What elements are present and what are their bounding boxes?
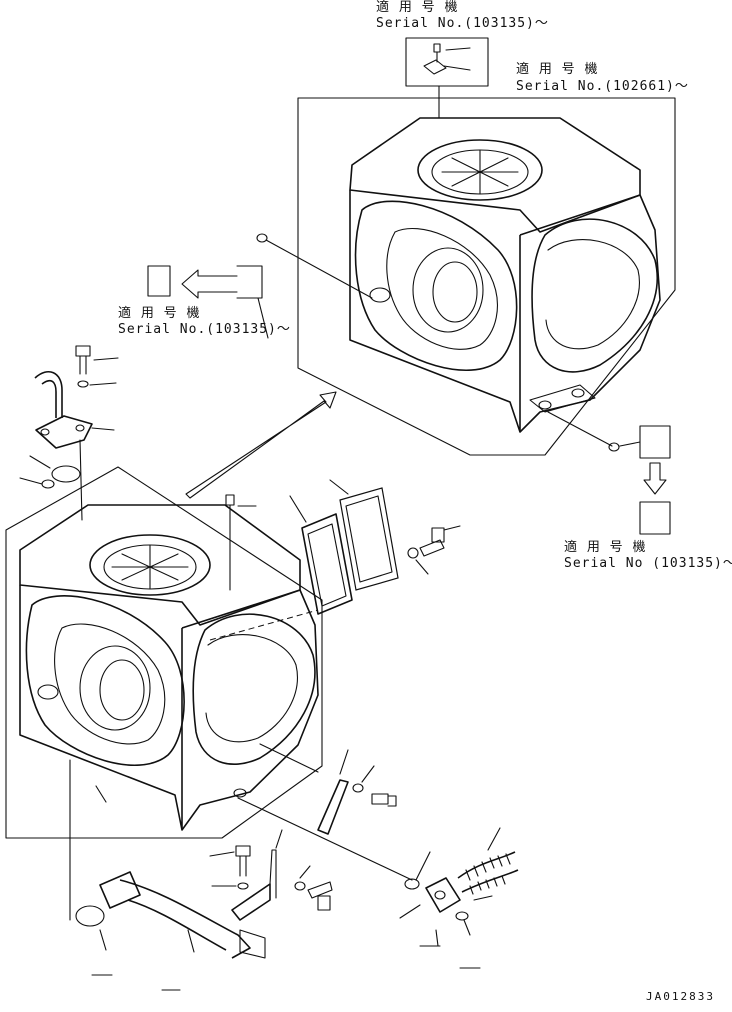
serial-note-top-title: 適 用 号 機 (376, 0, 459, 15)
leader-stubs (91, 785, 481, 991)
lower-transmission-case (19, 494, 319, 831)
lower-housing-outline (5, 466, 323, 839)
serial-note-upper-right-serial: Serial No.(102661)～ (516, 79, 689, 94)
upper-housing-outline (297, 97, 676, 456)
drawing-code: JA012833 (646, 990, 715, 1003)
serial-note-left-serial: Serial No.(103135)～ (118, 322, 291, 337)
assembly-arrow (185, 391, 337, 499)
hose-assembly (399, 827, 519, 947)
serial-note-left-title: 適 用 号 機 (118, 306, 201, 321)
upper-transmission-case (256, 117, 661, 433)
suction-pipe (69, 759, 266, 959)
right-bolt-callout (547, 411, 671, 535)
top-detail-box (405, 37, 489, 119)
left-serial-callout (147, 265, 269, 339)
serial-note-top-serial: Serial No.(103135)～ (376, 16, 549, 31)
mounting-hardware (209, 829, 333, 921)
cover-plates (289, 479, 461, 615)
serial-note-right-serial: Serial No (103135)～ (564, 556, 732, 571)
serial-note-right-title: 適 用 号 機 (564, 540, 647, 555)
serial-note-upper-right-title: 適 用 号 機 (516, 62, 599, 77)
bracket-assembly (237, 743, 413, 881)
breather-assembly (19, 345, 119, 521)
